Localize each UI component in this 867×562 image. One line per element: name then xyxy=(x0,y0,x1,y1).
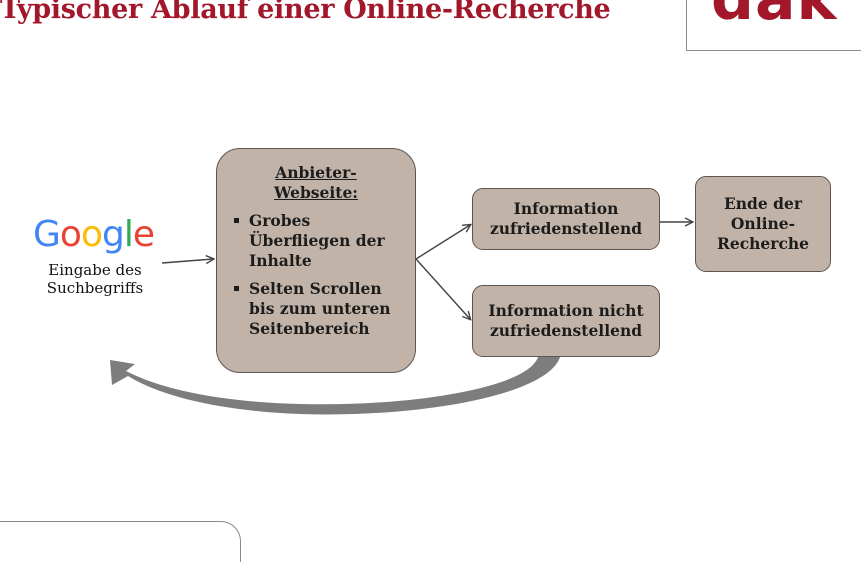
bullet-line: Grobes xyxy=(249,211,311,230)
provider-title-line: Anbieter- xyxy=(275,163,357,182)
dak-logo: dak xyxy=(711,0,837,34)
box-line: zufriedenstellend xyxy=(489,219,643,238)
google-letter: e xyxy=(132,214,155,255)
arrow-provider-to-unsatisfied xyxy=(415,258,470,319)
info-unsatisfactory-box: Information nicht zufriedenstellend xyxy=(472,285,660,357)
box-line: Online- xyxy=(730,214,796,233)
provider-title: Anbieter- Webseite: xyxy=(217,163,415,203)
google-letter: G xyxy=(33,214,61,255)
logo-frame: dak xyxy=(686,0,861,51)
bullet-line: Inhalte xyxy=(249,251,312,270)
provider-title-line: Webseite: xyxy=(273,183,359,202)
google-caption-line: Suchbegriffs xyxy=(46,279,144,297)
google-letter: l xyxy=(123,214,134,255)
google-letter: o xyxy=(80,214,103,255)
provider-bullet: Grobes Überfliegen der Inhalte xyxy=(233,211,415,271)
google-logo: Google xyxy=(33,214,155,255)
info-satisfactory-box: Information zufriedenstellend xyxy=(472,188,660,250)
arrow-google-to-provider xyxy=(161,259,213,263)
provider-bullet-list: Grobes Überfliegen der Inhalte Selten Sc… xyxy=(217,211,415,339)
footer-frame xyxy=(0,521,241,562)
google-letter: g xyxy=(101,214,125,255)
box-line: Information xyxy=(513,199,619,218)
end-of-research-box: Ende der Online- Recherche xyxy=(695,176,831,272)
box-line: Ende der xyxy=(723,194,803,213)
google-caption-line: Eingabe des xyxy=(48,261,142,279)
box-line: Recherche xyxy=(716,234,810,253)
bullet-line: Selten Scrollen xyxy=(249,279,382,298)
provider-bullet: Selten Scrollen bis zum unteren Seitenbe… xyxy=(233,279,415,339)
bullet-line: bis zum unteren xyxy=(249,299,391,318)
box-line: zufriedenstellend xyxy=(489,321,643,340)
box-line: Information nicht xyxy=(488,301,644,320)
provider-website-box: Anbieter- Webseite: Grobes Überfliegen d… xyxy=(216,148,416,373)
bullet-line: Seitenbereich xyxy=(249,319,370,338)
slide-title: Typischer Ablauf einer Online-Recherche xyxy=(0,0,611,25)
arrow-provider-to-satisfied xyxy=(415,225,470,260)
google-letter: o xyxy=(59,214,82,255)
flow-arrows xyxy=(110,0,867,415)
bullet-line: Überfliegen der xyxy=(249,231,385,250)
google-caption: Eingabe des Suchbegriffs xyxy=(30,261,160,297)
loop-back-arrow xyxy=(110,357,560,415)
